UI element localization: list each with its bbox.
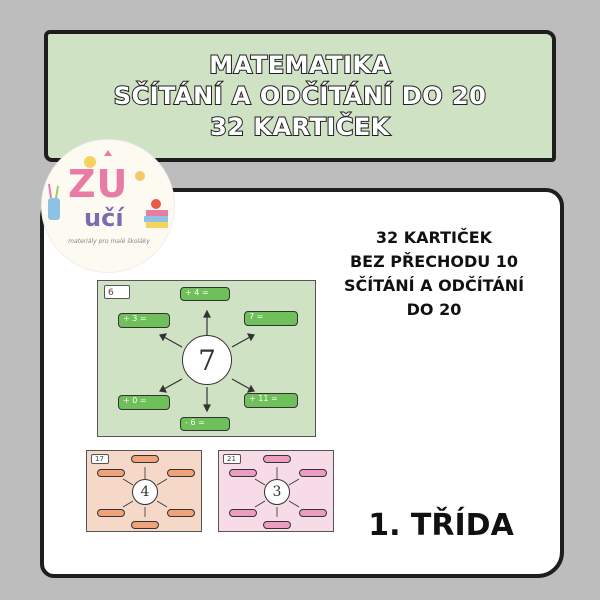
center-number: 3 bbox=[264, 479, 290, 505]
answer-pill: + 0 = bbox=[118, 395, 170, 410]
arrows-icon bbox=[122, 467, 168, 517]
answer-pill: + 3 = bbox=[118, 313, 170, 328]
banner-topic: SČÍTÁNÍ A ODČÍTÁNÍ DO 20 bbox=[113, 81, 487, 111]
desc-line-2: BEZ PŘECHODU 10 bbox=[349, 252, 519, 271]
answer-pill: 7 = bbox=[244, 311, 298, 326]
answer-pill bbox=[229, 509, 257, 517]
answer-pill: - 6 = bbox=[180, 417, 230, 431]
answer-pill bbox=[97, 509, 125, 517]
banner-count: 32 KARTIČEK bbox=[209, 112, 390, 142]
worksheet-preview-orange: 17 4 bbox=[86, 450, 202, 532]
answer-pill: + 4 = bbox=[180, 287, 230, 301]
logo-decoration-icon bbox=[48, 150, 168, 228]
banner-subject: MATEMATIKA bbox=[208, 50, 391, 80]
answer-pill bbox=[131, 455, 159, 463]
worksheet-preview-green: 6 + 4 = + 3 = 7 = + 0 = + 11 = - 6 = 7 bbox=[97, 280, 316, 437]
card-number: 6 bbox=[104, 285, 130, 299]
logo-text-uci: učí bbox=[84, 204, 124, 232]
answer-pill bbox=[263, 521, 291, 529]
grade-label: 1. TŘÍDA bbox=[368, 508, 514, 543]
description-block: 32 KARTIČEK BEZ PŘECHODU 10 SČÍTÁNÍ A OD… bbox=[316, 226, 552, 322]
worksheet-preview-pink: 21 3 bbox=[218, 450, 334, 532]
arrows-icon bbox=[159, 309, 255, 413]
logo-text-zu: ZU bbox=[68, 162, 129, 206]
answer-pill: + 11 = bbox=[244, 393, 298, 408]
answer-pill bbox=[229, 469, 257, 477]
desc-line-1: 32 KARTIČEK bbox=[375, 228, 493, 247]
center-number: 4 bbox=[132, 479, 158, 505]
card-number: 21 bbox=[223, 454, 241, 464]
logo-tagline: materiály pro malé školáky bbox=[68, 238, 150, 245]
desc-line-4: DO 20 bbox=[406, 300, 462, 319]
answer-pill bbox=[299, 469, 327, 477]
card-number: 17 bbox=[91, 454, 109, 464]
desc-line-3: SČÍTÁNÍ A ODČÍTÁNÍ bbox=[343, 276, 525, 295]
answer-pill bbox=[167, 509, 195, 517]
answer-pill bbox=[97, 469, 125, 477]
answer-pill bbox=[299, 509, 327, 517]
answer-pill bbox=[263, 455, 291, 463]
center-number: 7 bbox=[182, 335, 232, 385]
answer-pill bbox=[167, 469, 195, 477]
answer-pill bbox=[131, 521, 159, 529]
title-banner: MATEMATIKA SČÍTÁNÍ A ODČÍTÁNÍ DO 20 32 K… bbox=[44, 30, 556, 162]
brand-logo: ZU učí materiály pro malé školáky bbox=[42, 140, 174, 272]
arrows-icon bbox=[254, 467, 300, 517]
